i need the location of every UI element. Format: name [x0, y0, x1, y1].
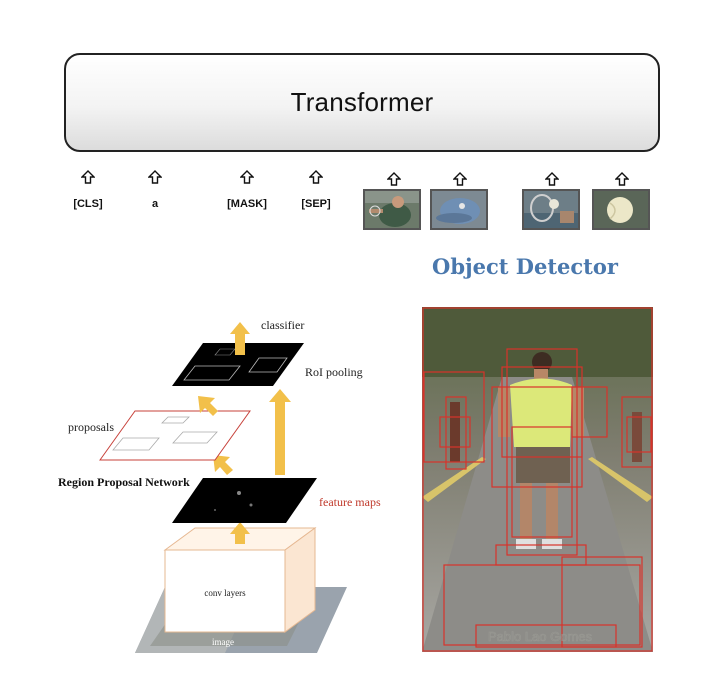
proposals-plane: proposals [68, 410, 251, 461]
image-token-cap-thumbnail [430, 189, 488, 230]
token-cls: [CLS] [53, 170, 123, 210]
up-arrow-icon [615, 172, 629, 186]
token-a: a [120, 170, 190, 210]
conv-layers-label: conv layers [204, 588, 246, 598]
token-mask: [MASK] [212, 170, 282, 210]
faster-rcnn-diagram: image conv layers feature maps Region Pr… [58, 318, 381, 653]
up-arrow-icon [148, 170, 162, 184]
up-arrow-icon [309, 170, 323, 184]
token-label: [CLS] [73, 198, 103, 210]
transformer-box: Transformer [64, 53, 660, 152]
up-arrow-icon [81, 170, 95, 184]
up-arrow-icon [453, 172, 467, 186]
image-token-racket-thumbnail [522, 189, 580, 230]
up-arrow-icon [269, 389, 291, 475]
feature-maps-plane: feature maps [172, 478, 381, 523]
token-sep: [SEP] [281, 170, 351, 210]
token-label: [SEP] [301, 198, 331, 210]
up-arrow-icon [230, 522, 250, 544]
token-label: [MASK] [227, 198, 267, 210]
image-token-ball-thumbnail [592, 189, 650, 230]
token-label: a [151, 198, 159, 210]
object-detector-title: Object Detector [432, 254, 618, 279]
rpn-label: Region Proposal Network [58, 475, 190, 489]
object-detection-photo: Pablo Lao Gomes [422, 307, 653, 652]
up-arrow-icon [230, 322, 250, 355]
image-token-player-thumbnail [363, 189, 421, 230]
conv-layers-box: conv layers [163, 527, 317, 633]
feature-maps-label: feature maps [319, 495, 381, 509]
up-arrow-icon [198, 396, 218, 416]
up-arrow-icon [387, 172, 401, 186]
up-arrow-icon [240, 170, 254, 184]
up-arrow-icon [213, 455, 233, 475]
transformer-title: Transformer [290, 87, 434, 117]
classifier-label: classifier [261, 318, 304, 332]
up-arrow-icon [545, 172, 559, 186]
roi-pooling-label: RoI pooling [305, 365, 363, 379]
photo-watermark: Pablo Lao Gomes [488, 629, 593, 644]
proposals-label: proposals [68, 420, 114, 434]
image-label: image [212, 637, 234, 647]
roi-pooling-plane: RoI pooling [172, 343, 363, 386]
detection-boxes [422, 307, 653, 652]
